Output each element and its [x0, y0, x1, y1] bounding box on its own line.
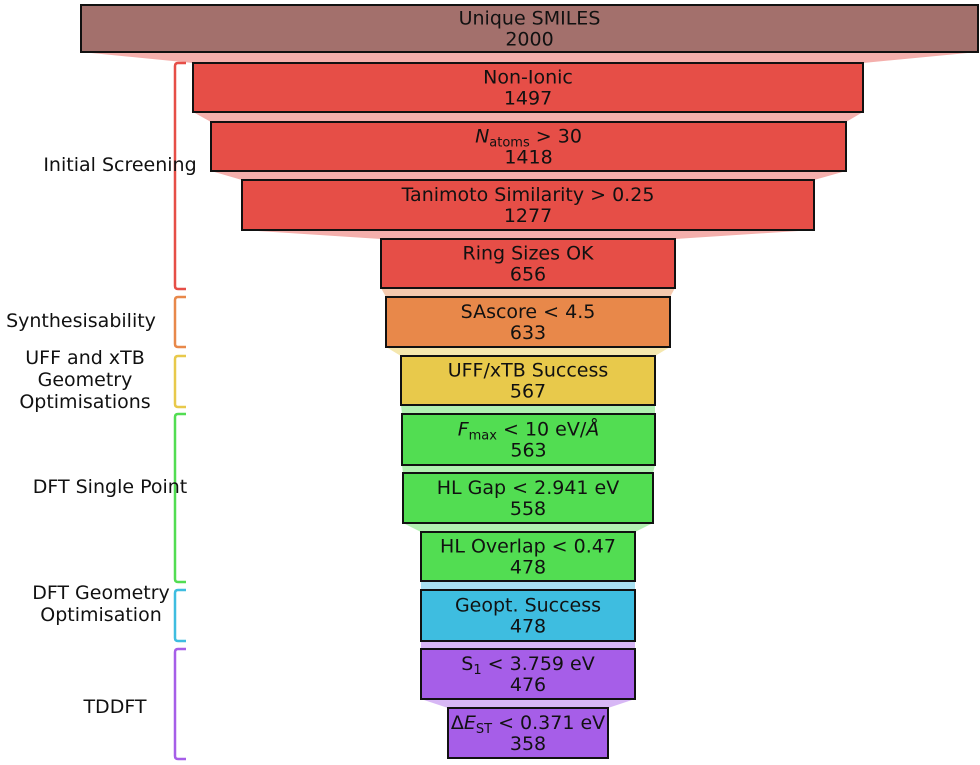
- stage-label: HL Gap < 2.941 eV: [437, 477, 619, 499]
- stage-count: 567: [510, 381, 546, 403]
- stage-count: 1277: [504, 205, 552, 227]
- stage-count: 1418: [504, 147, 552, 169]
- stage-connector: [421, 641, 635, 649]
- stage-connector: [381, 288, 675, 297]
- group-label-synthesisability: Synthesisability: [6, 310, 156, 332]
- stage-box: [210, 121, 847, 172]
- stage-count: 358: [510, 733, 546, 755]
- stage-connector: [421, 699, 635, 708]
- stage-label: ΔEST < 0.371 eV: [451, 712, 605, 737]
- stage-label: Fmax < 10 eV/Å: [458, 418, 600, 444]
- stage-label: Unique SMILES: [459, 8, 601, 30]
- stage-box: [447, 707, 609, 759]
- stage-connector: [242, 230, 814, 239]
- group-label-dft-geometry: DFT Geometry Optimisation: [32, 582, 170, 626]
- stage-label: S1 < 3.759 eV: [461, 653, 594, 678]
- stage-count: 476: [510, 674, 546, 696]
- stage-box: [400, 355, 656, 406]
- stage-label: HL Overlap < 0.47: [440, 536, 616, 558]
- group-label-dft-single-point: DFT Single Point: [32, 476, 188, 498]
- stage-connector: [401, 405, 655, 414]
- stage-label: Ring Sizes OK: [463, 243, 595, 265]
- stage-connector: [421, 581, 635, 590]
- stage-count: 478: [510, 557, 546, 579]
- stage-count: 1497: [504, 88, 552, 110]
- stage-connector: [402, 465, 655, 473]
- group-bracket: [173, 354, 186, 409]
- stage-box: [385, 296, 671, 348]
- group-bracket: [173, 647, 186, 761]
- stage-box: [420, 589, 636, 642]
- stage-label: Natoms > 30: [475, 126, 582, 151]
- stage-connector: [193, 112, 863, 122]
- group-bracket: [173, 295, 186, 349]
- stage-connector: [211, 171, 846, 180]
- stage-box: [420, 531, 636, 582]
- stage-count: 2000: [505, 29, 553, 51]
- stage-box: [402, 472, 654, 524]
- stage-box: [192, 62, 864, 113]
- stage-count: 633: [510, 322, 546, 344]
- stage-label: UFF/xTB Success: [448, 360, 609, 382]
- stage-box: [80, 4, 979, 53]
- stage-label: Non-Ionic: [483, 67, 573, 89]
- stage-count: 563: [510, 440, 546, 462]
- stage-connector: [403, 523, 653, 532]
- stage-box: [241, 179, 815, 231]
- stage-connector: [386, 347, 670, 356]
- stage-label: SAscore < 4.5: [461, 301, 596, 323]
- stage-count: 558: [510, 498, 546, 520]
- stage-count: 656: [510, 264, 546, 286]
- group-label-initial-screening: Initial Screening: [43, 154, 197, 176]
- stage-label: Geopt. Success: [455, 595, 601, 617]
- stage-label: Tanimoto Similarity > 0.25: [401, 184, 655, 206]
- stage-box: [401, 413, 656, 466]
- stage-count: 478: [510, 616, 546, 638]
- group-label-tddft: TDDFT: [83, 696, 147, 718]
- stage-box: [420, 648, 636, 700]
- group-bracket: [173, 588, 186, 643]
- stage-connector: [81, 52, 978, 63]
- group-bracket: [173, 412, 186, 584]
- group-bracket: [173, 61, 186, 291]
- group-label-uff-xtb: UFF and xTB Geometry Optimisations: [19, 347, 151, 413]
- stage-box: [380, 238, 676, 289]
